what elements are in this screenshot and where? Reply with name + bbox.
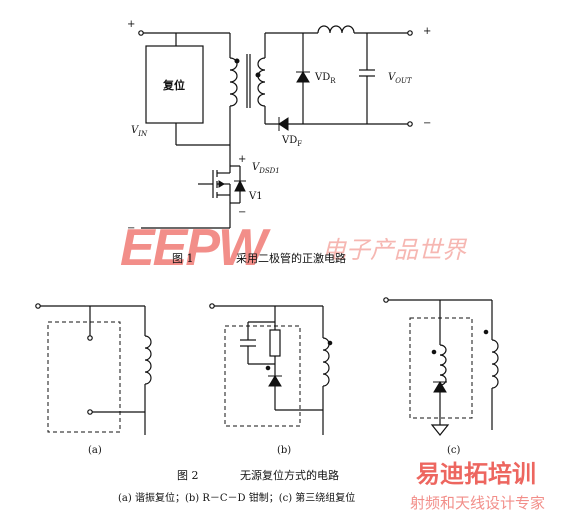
bottom-watermark-subtitle: 射频和天线设计专家 bbox=[410, 494, 546, 512]
minus-switch-terminal: − bbox=[238, 207, 247, 218]
figure1-caption-number: 图 1 bbox=[172, 252, 194, 265]
minus-vin-terminal: − bbox=[127, 223, 136, 234]
vdr-label: VDR bbox=[315, 72, 336, 85]
plus-vout-terminal: + bbox=[423, 26, 432, 37]
figure2-caption-text: 无源复位方式的电路 bbox=[240, 469, 339, 482]
reset-box-label: 复位 bbox=[163, 79, 185, 92]
plus-switch-terminal: + bbox=[238, 154, 247, 165]
vin-label: VIN bbox=[131, 125, 148, 138]
vin-letter: V bbox=[131, 125, 139, 136]
bottom-watermark-title: 易迪拓培训 bbox=[416, 460, 536, 488]
figure1-caption-text: 采用二极管的正激电路 bbox=[236, 252, 346, 265]
vdr-subscript: R bbox=[330, 77, 336, 85]
vdr-letters: VD bbox=[315, 72, 331, 83]
subfigure-a-label: (a) bbox=[88, 445, 102, 456]
vdf-subscript: F bbox=[297, 140, 303, 148]
vout-letter: V bbox=[388, 72, 396, 83]
subfigure-c-label: (c) bbox=[447, 445, 461, 456]
minus-vout-terminal: − bbox=[423, 118, 432, 129]
vdsd-subscript: DSD1 bbox=[259, 167, 280, 175]
vout-subscript: OUT bbox=[395, 77, 412, 85]
v1-label: V1 bbox=[249, 191, 263, 202]
eepw-watermark-logo: EEPW bbox=[120, 219, 267, 277]
plus-vin-terminal: + bbox=[127, 19, 136, 30]
figure2-subcaption: (a) 谐振复位；(b) R－C－D 钳制；(c) 第三绕组复位 bbox=[118, 493, 356, 504]
vdsd-letter: V bbox=[252, 162, 260, 173]
figure2-caption-number: 图 2 bbox=[177, 469, 199, 482]
vdf-letters: VD bbox=[282, 135, 298, 146]
vdf-label: VDF bbox=[282, 135, 303, 148]
vout-label: VOUT bbox=[388, 72, 412, 85]
subfigure-b-label: (b) bbox=[277, 445, 292, 456]
vdsd-label: VDSD1 bbox=[252, 162, 280, 175]
eepw-watermark-text: 电子产品世界 bbox=[322, 236, 466, 264]
vin-subscript: IN bbox=[138, 130, 148, 138]
